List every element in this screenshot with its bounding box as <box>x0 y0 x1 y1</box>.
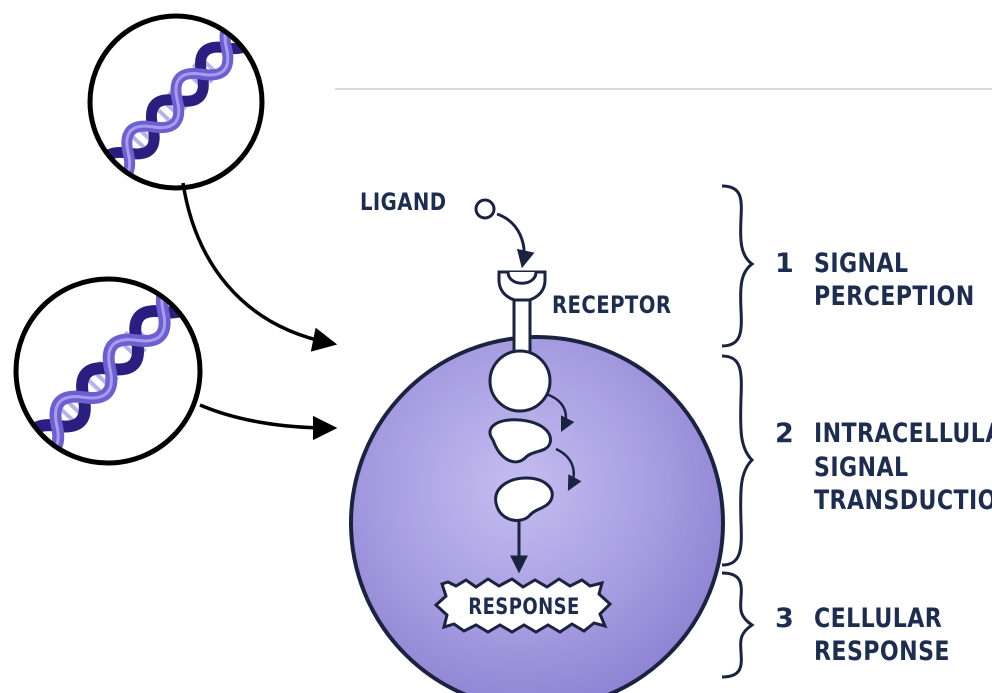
stage-3-number: 3 <box>775 603 794 634</box>
ligand-arrow <box>497 214 524 263</box>
brace-stage-1 <box>722 186 752 346</box>
stage-3-line-2: RESPONSE <box>814 635 950 667</box>
brace-stage-2 <box>722 356 752 565</box>
stage-2-line-3: TRANSDUCTION <box>814 484 992 516</box>
stage-1-line-1: SIGNAL <box>814 247 909 279</box>
stage-1-line-2: PERCEPTION <box>814 280 975 312</box>
stage-1-number: 1 <box>775 248 794 279</box>
ligand-molecule <box>476 200 494 218</box>
connector-arrow-1 <box>183 183 330 343</box>
stage-2-number: 2 <box>775 418 794 449</box>
connector-arrow-2 <box>200 405 330 428</box>
brace-stage-3 <box>722 573 752 677</box>
receptor-label: RECEPTOR <box>552 292 671 319</box>
dna-helix-icon <box>16 274 200 465</box>
dna-helix-icon <box>90 12 262 188</box>
ligand-label: LIGAND <box>360 189 446 216</box>
stage-3-line-1: CELLULAR <box>814 602 942 634</box>
response-label: RESPONSE <box>468 593 579 619</box>
stage-2-line-1: INTRACELLULAR <box>814 417 992 449</box>
stage-2-line-2: SIGNAL <box>814 451 909 483</box>
